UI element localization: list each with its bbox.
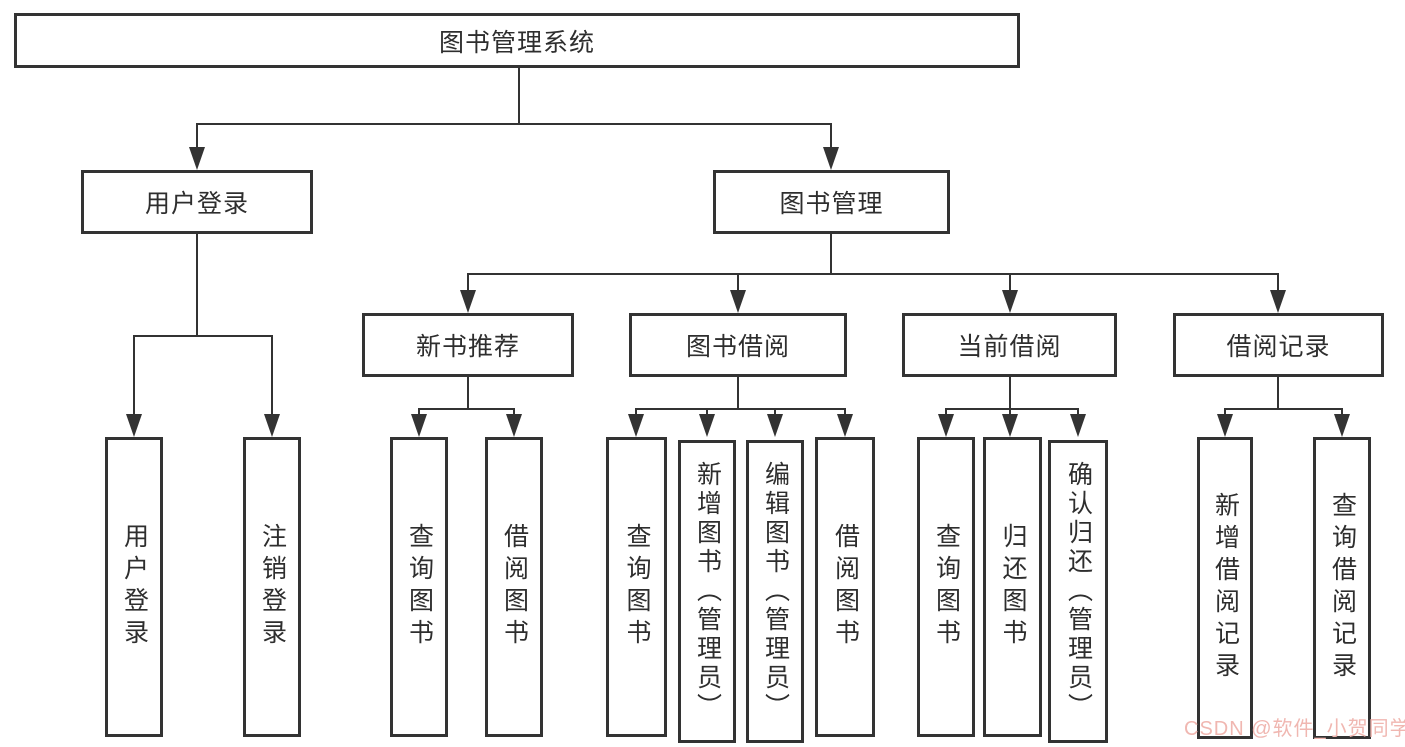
csdn-watermark: CSDN @软件_小贺同学 xyxy=(1184,718,1405,740)
node-book-borrow-label: 图书借阅 xyxy=(685,333,790,361)
node-user-login-label: 用户登录 xyxy=(144,190,249,218)
leaf-label: 编辑图书（管理员） xyxy=(761,461,790,722)
leaf-label: 借阅图书 xyxy=(500,523,529,651)
connector-level1-rail xyxy=(197,123,832,125)
connector-stub xyxy=(1009,273,1011,292)
connector-stub xyxy=(1077,408,1079,418)
leaf-return-book: 归还图书 xyxy=(983,437,1042,737)
leaf-label: 借阅图书 xyxy=(831,523,860,651)
node-book-borrow: 图书借阅 xyxy=(629,313,847,377)
connector-stub xyxy=(467,273,469,292)
node-borrow-records: 借阅记录 xyxy=(1173,313,1384,377)
leaf-label: 归还图书 xyxy=(999,523,1027,651)
leaf-logout-label: 注销登录 xyxy=(258,523,287,651)
leaf-query-books-borrow: 查询图书 xyxy=(606,437,667,737)
connector-stub xyxy=(513,408,515,418)
connector-arrowhead xyxy=(1217,414,1233,437)
node-current-borrow: 当前借阅 xyxy=(902,313,1117,377)
connector-arrowhead xyxy=(264,414,280,437)
connector-arrowhead xyxy=(767,414,783,437)
connector-section-stem xyxy=(1277,377,1279,408)
connector-stub xyxy=(133,335,135,416)
node-borrow-records-label: 借阅记录 xyxy=(1226,333,1331,361)
connector-stub xyxy=(271,335,273,416)
connector-arrowhead xyxy=(411,414,427,437)
leaf-add-book-admin: 新增图书（管理员） xyxy=(678,440,736,743)
node-book-management: 图书管理 xyxy=(713,170,950,234)
connector-arrowhead xyxy=(460,290,476,313)
connector-stub xyxy=(774,408,776,418)
connector-section-stem xyxy=(737,377,739,408)
connector-section-stem xyxy=(467,377,469,408)
connector-arrowhead xyxy=(730,290,746,313)
connector-stub xyxy=(635,408,637,418)
leaf-query-borrow-record: 查询借阅记录 xyxy=(1313,437,1371,739)
node-new-book-recommend: 新书推荐 xyxy=(362,313,574,377)
node-book-management-label: 图书管理 xyxy=(779,190,884,218)
connector-root-stem xyxy=(518,68,520,123)
connector-section-rail xyxy=(419,408,515,410)
connector-arrowhead xyxy=(837,414,853,437)
connector-arrowhead xyxy=(1002,414,1018,437)
leaf-borrow-books-recommend: 借阅图书 xyxy=(485,437,543,737)
leaf-label: 查询图书 xyxy=(623,523,651,651)
leaf-query-books-recommend: 查询图书 xyxy=(390,437,448,737)
connector-arrowhead xyxy=(699,414,715,437)
connector-arrowhead xyxy=(823,147,839,170)
connector-arrowhead xyxy=(938,414,954,437)
connector-arrowhead xyxy=(628,414,644,437)
connector-level2-rail xyxy=(468,273,1279,275)
connector-stub xyxy=(418,408,420,418)
connector-section-rail xyxy=(1225,408,1343,410)
connector-stub xyxy=(830,123,832,149)
connector-stub xyxy=(1341,408,1343,418)
connector-stub xyxy=(196,123,198,149)
connector-arrowhead xyxy=(1334,414,1350,437)
connector-stub xyxy=(945,408,947,418)
node-user-login-branch: 用户登录 xyxy=(81,170,313,234)
leaf-label: 确认归还（管理员） xyxy=(1064,461,1093,722)
node-root-label: 图书管理系统 xyxy=(438,28,595,57)
connector-stub xyxy=(1277,273,1279,292)
leaf-label: 新增图书（管理员） xyxy=(693,461,722,722)
node-root: 图书管理系统 xyxy=(14,13,1020,68)
connector-stub xyxy=(1009,408,1011,418)
connector-arrowhead xyxy=(189,147,205,170)
node-current-borrow-label: 当前借阅 xyxy=(957,333,1062,361)
leaf-confirm-return-admin: 确认归还（管理员） xyxy=(1048,440,1108,743)
connector-stub xyxy=(844,408,846,418)
connector-arrowhead xyxy=(1270,290,1286,313)
node-new-book-recommend-label: 新书推荐 xyxy=(415,333,520,361)
connector-stub xyxy=(706,408,708,418)
leaf-label: 查询借阅记录 xyxy=(1328,492,1357,684)
connector-stub xyxy=(737,273,739,292)
connector-user-rail xyxy=(134,335,273,337)
leaf-label: 查询图书 xyxy=(405,523,434,651)
connector-book-stem xyxy=(830,234,832,273)
leaf-label: 新增借阅记录 xyxy=(1211,492,1240,684)
leaf-query-books-current: 查询图书 xyxy=(917,437,975,737)
leaf-logout: 注销登录 xyxy=(243,437,301,737)
leaf-user-login: 用户登录 xyxy=(105,437,163,737)
connector-section-rail xyxy=(636,408,846,410)
leaf-add-borrow-record: 新增借阅记录 xyxy=(1197,437,1253,739)
connector-user-stem xyxy=(196,234,198,335)
leaf-edit-book-admin: 编辑图书（管理员） xyxy=(746,440,804,743)
leaf-label: 查询图书 xyxy=(932,523,961,651)
connector-section-stem xyxy=(1009,377,1011,408)
connector-stub xyxy=(1224,408,1226,418)
connector-arrowhead xyxy=(1070,414,1086,437)
connector-arrowhead xyxy=(1002,290,1018,313)
connector-arrowhead xyxy=(126,414,142,437)
connector-section-rail xyxy=(946,408,1079,410)
connector-arrowhead xyxy=(506,414,522,437)
leaf-borrow-books: 借阅图书 xyxy=(815,437,875,737)
leaf-user-login-label: 用户登录 xyxy=(120,523,149,651)
